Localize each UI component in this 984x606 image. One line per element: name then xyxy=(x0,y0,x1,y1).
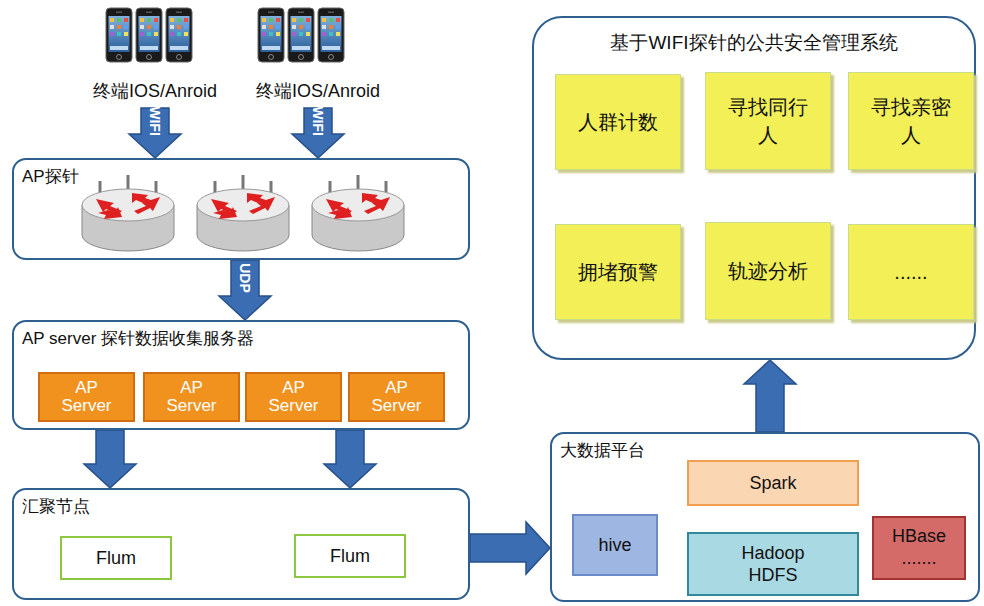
ap-server-box: AP Server xyxy=(143,372,240,422)
node-text: Hadoop HDFS xyxy=(741,542,804,587)
arrow-label: WIFI xyxy=(147,106,163,136)
aggregation-band: 汇聚节点 Flum Flum xyxy=(12,488,470,600)
terminal-label: 终端IOS/Anroid xyxy=(76,74,234,108)
function-note: 寻找亲密人 xyxy=(848,72,974,170)
node-text: AP Server xyxy=(371,379,421,415)
arrow-label: UDP xyxy=(237,263,253,293)
node-text: AP Server xyxy=(61,379,111,415)
node-text: Spark xyxy=(749,473,796,494)
block-arrow xyxy=(219,260,271,320)
node-text: 轨迹分析 xyxy=(728,257,808,285)
block-arrow xyxy=(744,360,796,432)
node-text: HBase ....... xyxy=(892,526,946,569)
node-text: ...... xyxy=(894,258,927,286)
node-text: 终端IOS/Anroid xyxy=(80,79,230,103)
node-text: 拥堵预警 xyxy=(578,258,658,286)
function-note: 寻找同行人 xyxy=(705,72,831,170)
hbase-box: HBase ....... xyxy=(872,516,966,580)
node-text: 寻找亲密人 xyxy=(865,93,957,149)
node-text: 终端IOS/Anroid xyxy=(243,79,393,103)
block-arrow xyxy=(470,522,550,574)
probe-band: AP探针 xyxy=(12,158,470,260)
node-text: 寻找同行人 xyxy=(722,93,814,149)
flum-box: Flum xyxy=(294,534,406,578)
system-panel: 基于WIFI探针的公共安全管理系统人群计数 寻找同行人寻找亲密人拥堵预警 轨迹分析.… xyxy=(532,16,976,360)
function-note: 轨迹分析 xyxy=(705,222,831,320)
node-text: 人群计数 xyxy=(578,108,658,136)
arrow-label: WIFI xyxy=(310,106,326,136)
node-text: 基于WIFI探针的公共安全管理系统 xyxy=(534,30,974,56)
function-note: 拥堵预警 xyxy=(555,224,681,320)
node-text: 大数据平台 xyxy=(560,439,645,462)
node-text: hive xyxy=(598,535,631,556)
node-text: 汇聚节点 xyxy=(22,495,90,518)
node-text: AP Server xyxy=(166,379,216,415)
terminal-label: 终端IOS/Anroid xyxy=(239,74,397,108)
ap-server-box: AP Server xyxy=(245,372,342,422)
node-text: AP server 探针数据收集服务器 xyxy=(22,327,254,350)
function-note: ...... xyxy=(848,224,974,320)
node-text: AP Server xyxy=(268,379,318,415)
flum-box: Flum xyxy=(60,536,172,580)
function-note: 人群计数 xyxy=(555,74,681,170)
spark-box: Spark xyxy=(687,460,859,506)
node-text: Flum xyxy=(330,546,370,567)
server-band: AP server 探针数据收集服务器 AP Server AP Server AP … xyxy=(12,320,470,430)
block-arrow xyxy=(84,430,136,488)
node-text: Flum xyxy=(96,548,136,569)
node-text: AP探针 xyxy=(22,165,79,188)
bigdata-band: 大数据平台 Spark hive Hadoop HDFS HBase ....... xyxy=(550,432,980,602)
block-arrow xyxy=(324,430,376,488)
ap-server-box: AP Server xyxy=(348,372,445,422)
hive-box: hive xyxy=(572,514,658,576)
ap-server-box: AP Server xyxy=(38,372,135,422)
hdfs-box: Hadoop HDFS xyxy=(687,532,859,596)
